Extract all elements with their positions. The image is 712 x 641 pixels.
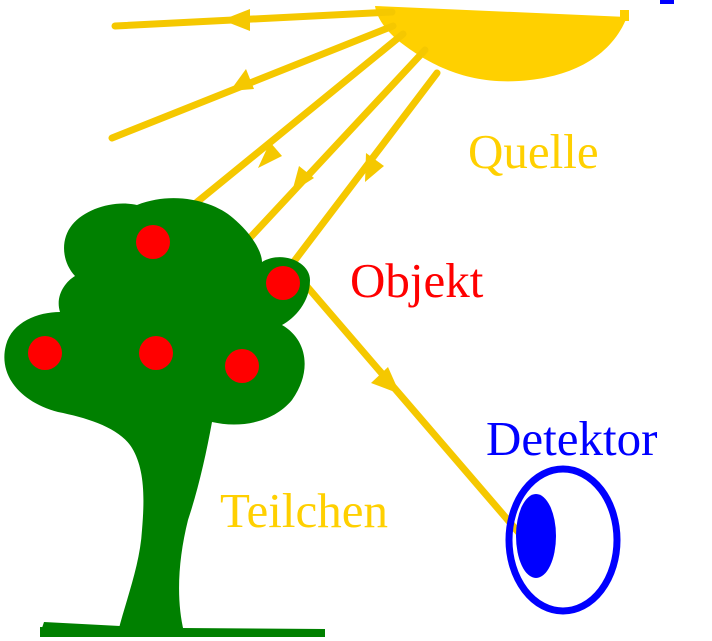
ray-arrowhead [230,69,254,91]
top-right-fragment [660,0,674,4]
ray-left-top [111,8,396,30]
ray-arrowhead [292,166,314,192]
apple [28,336,62,370]
ray-to-object [282,69,441,276]
ray-arrowhead [365,153,384,182]
source-lamp-tip [620,10,629,21]
detector-pupil [516,494,556,578]
tree [4,198,310,633]
label-object: Objekt [350,253,484,308]
ray-to-detector [294,272,523,537]
label-source: Quelle [468,124,599,179]
source-lamp [375,6,627,82]
ray-left-middle [108,22,397,142]
ray-arrowhead [222,9,250,31]
apple [225,349,259,383]
detector-eye [505,465,621,615]
ray-arrowhead [258,142,282,168]
ground-root [42,622,120,632]
apple [136,225,170,259]
ray-arrowhead [371,367,400,394]
object-apple [266,266,300,300]
label-particles: Teilchen [220,483,388,538]
label-detector: Detektor [486,411,657,466]
apple [139,336,173,370]
